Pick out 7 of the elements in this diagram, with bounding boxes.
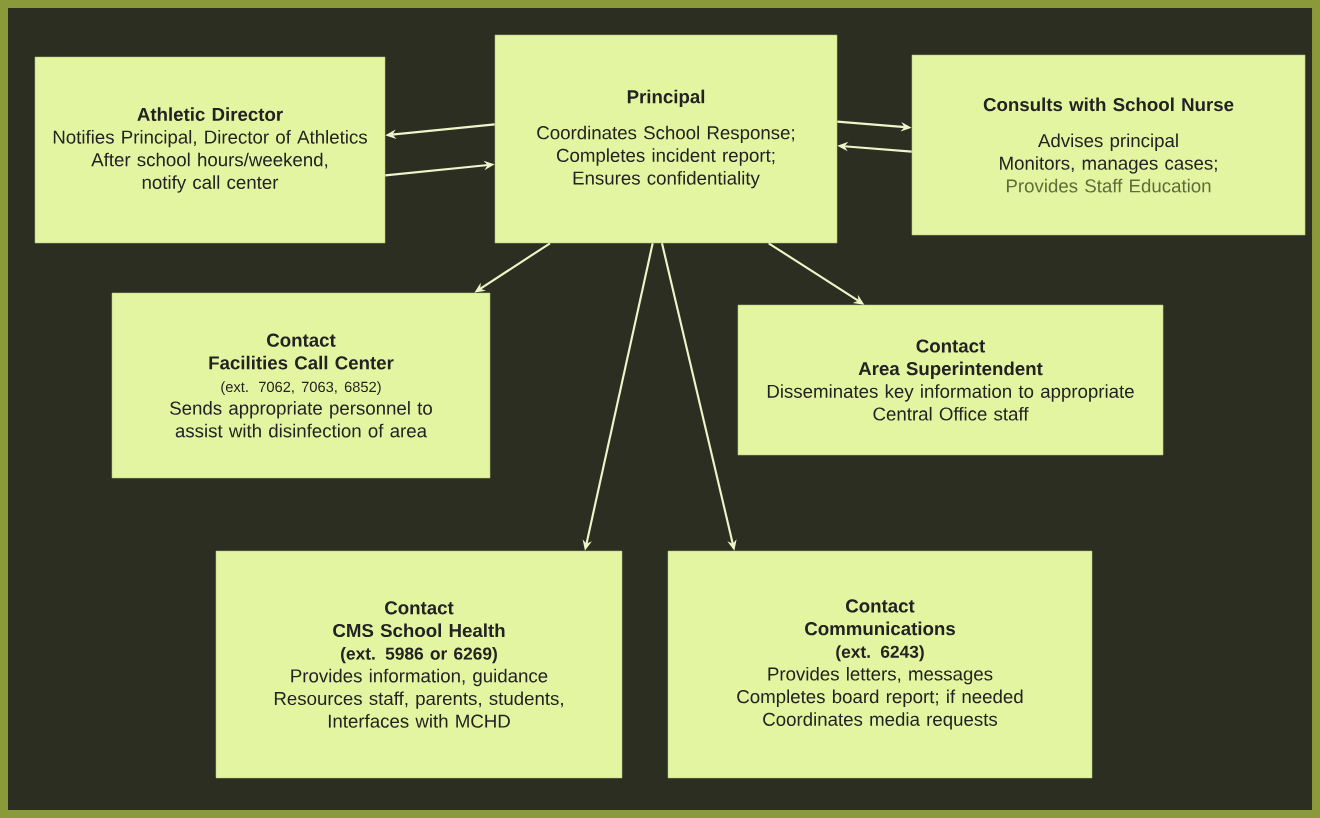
process-box: Contact Communications (ext. 6243) Provides letters, messages Completes board report; if needed Coordinates media requests <box>667 550 1093 779</box>
process-box: Athletic Director Notifies Principal, Director of Athletics After school hours/weekend, notify call center <box>34 56 386 244</box>
process-box: Contact Facilities Call Center (ext. 7062, 7063, 6852) Sends appropriate personnel to assist with disinfection of area <box>111 292 491 479</box>
process-box: Contact Area Superintendent Disseminates key information to appropriate Central Office staff <box>737 304 1164 456</box>
process-box: Contact CMS School Health (ext. 5986 or 6269) Provides information, guidance Resources staff, parents, students, Interfaces with MCHD <box>215 550 623 779</box>
process-box: Principal Coordinates School Response; Completes incident report; Ensures confidentiality <box>494 34 838 244</box>
process-box: Consults with School Nurse Advises principal Monitors, manages cases; Provides Staff Education <box>911 54 1306 236</box>
